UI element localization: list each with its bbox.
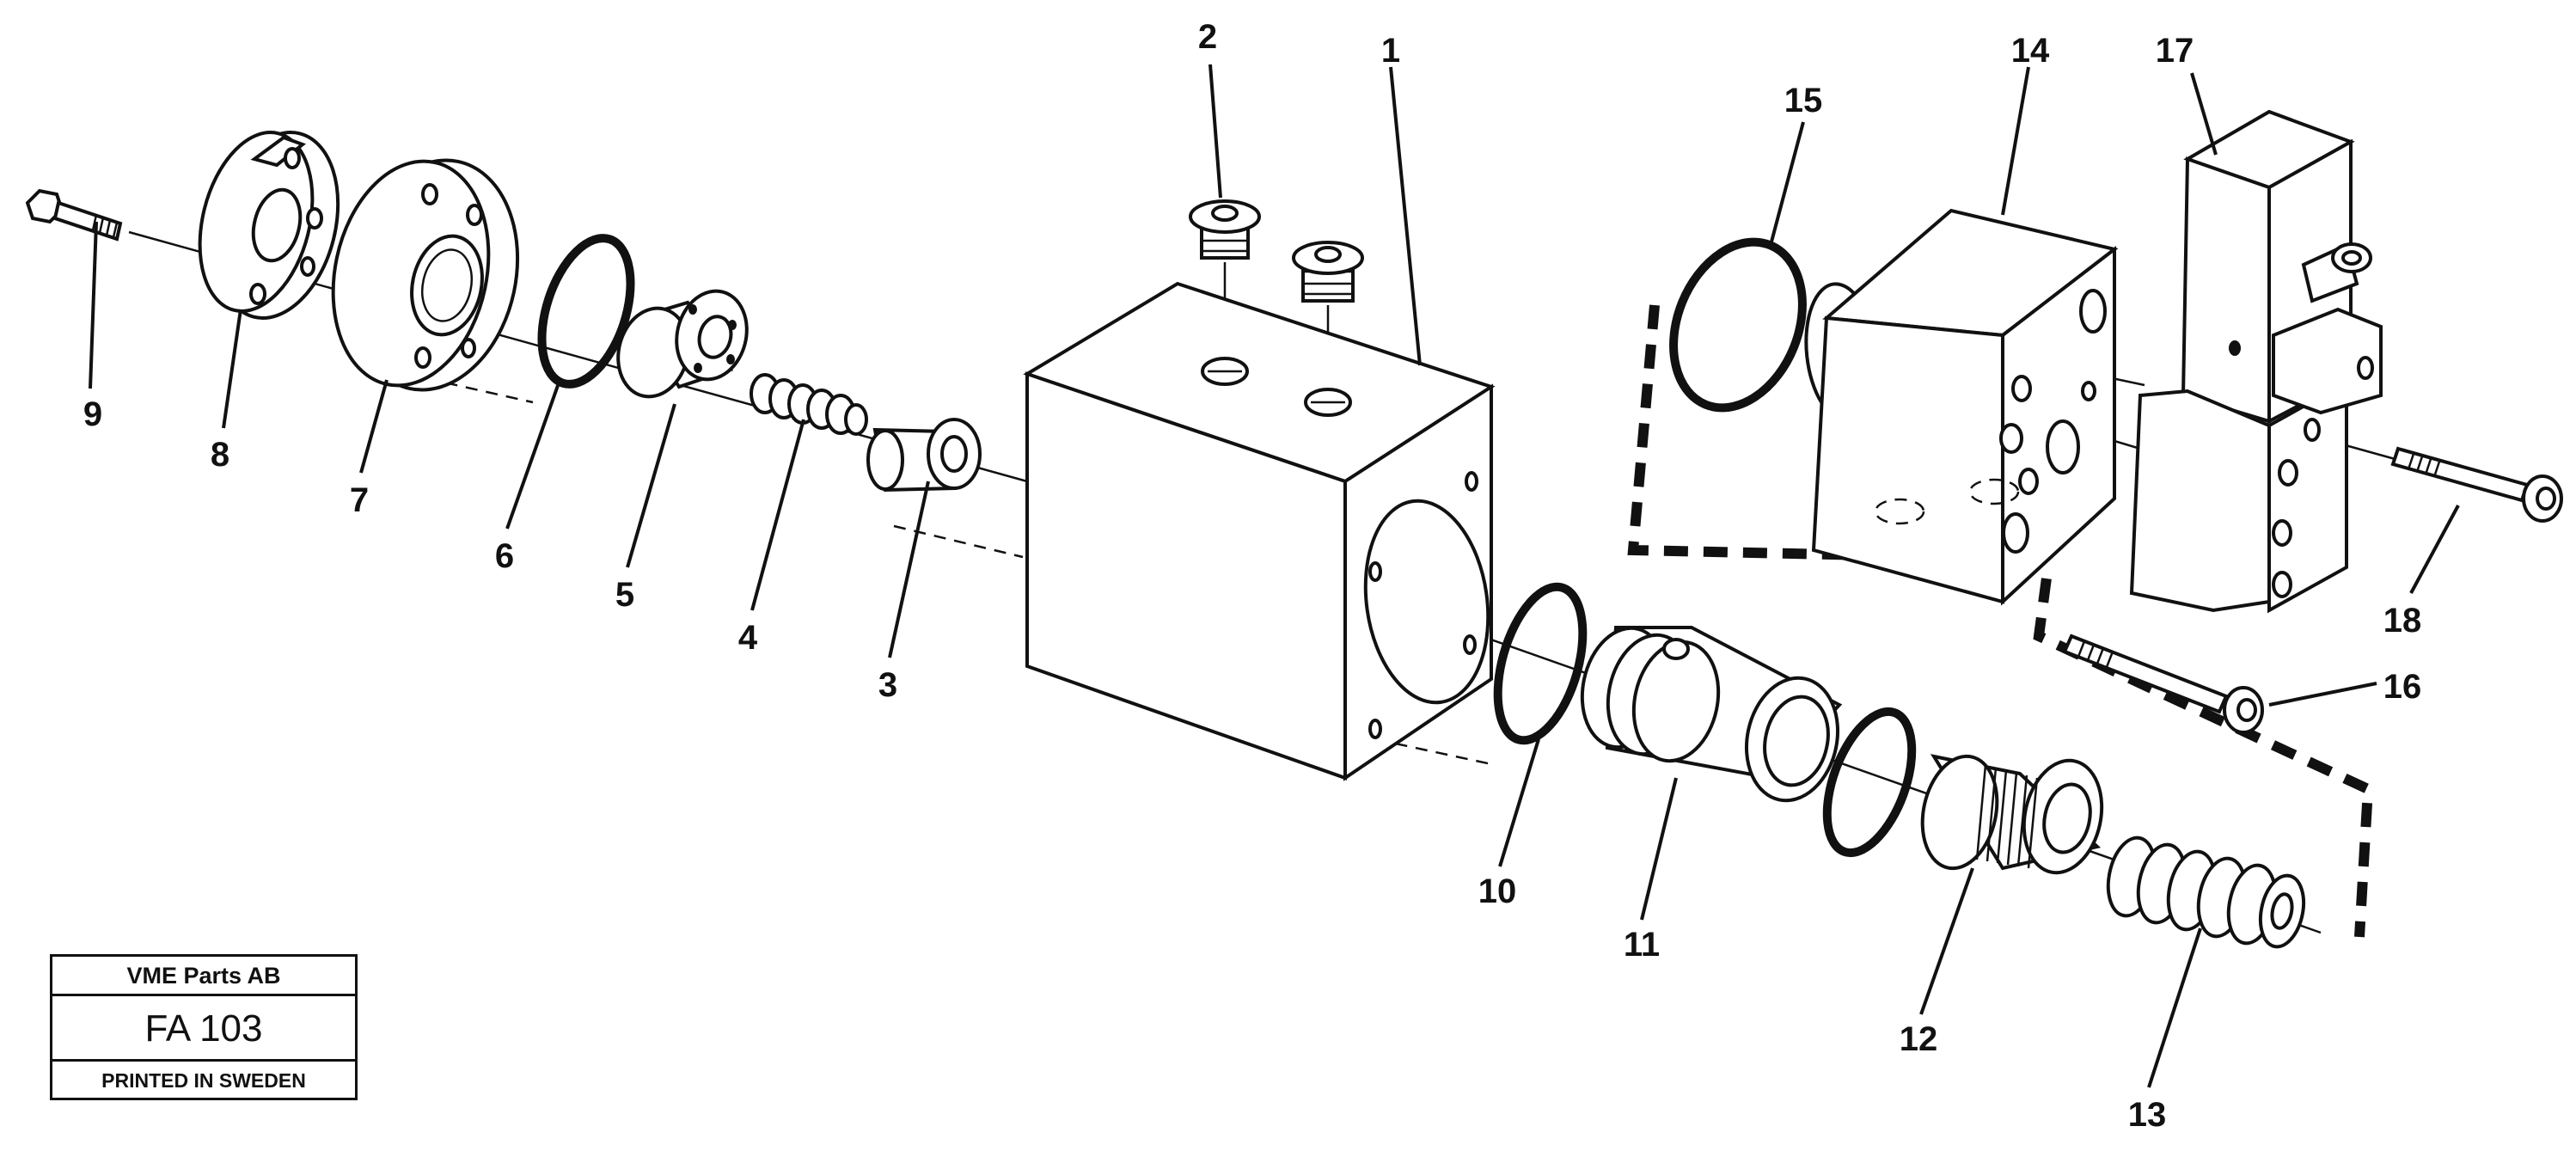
callout-9: 9 — [83, 395, 102, 433]
part-5-sleeve — [616, 289, 749, 399]
leader-3 — [888, 481, 930, 658]
callout-5: 5 — [615, 576, 634, 614]
title-block-company: VME Parts AB — [52, 957, 355, 996]
part-15-o-ring — [1669, 237, 1807, 413]
leader-11 — [1640, 777, 1678, 921]
title-block-code: FA 103 — [52, 996, 355, 1062]
part-3-piston — [866, 418, 982, 493]
leader-4 — [750, 419, 805, 611]
part-18-valve-screw — [2390, 446, 2563, 523]
part-10-o-ring — [1493, 582, 1588, 745]
callout-4: 4 — [738, 619, 758, 657]
title-block: VME Parts AB FA 103 PRINTED IN SWEDEN — [50, 954, 358, 1100]
leader-9 — [89, 221, 98, 389]
callout-16: 16 — [2383, 668, 2422, 706]
part-7-flange-plate — [331, 158, 520, 392]
part-12-threaded-bushing — [1920, 754, 2104, 875]
leader-15 — [1769, 121, 1805, 246]
callout-13: 13 — [2128, 1096, 2167, 1134]
part-17-solenoid-valve — [2129, 109, 2383, 614]
part-6-o-ring — [537, 234, 635, 389]
part-1-valve-body — [1023, 281, 1496, 781]
leader-18 — [2409, 505, 2460, 594]
callout-15: 15 — [1784, 82, 1823, 119]
callout-18: 18 — [2383, 602, 2422, 640]
leader-5 — [626, 403, 676, 568]
callout-11: 11 — [1624, 926, 1660, 964]
part-13-spring — [2106, 836, 2306, 949]
callout-14: 14 — [2011, 32, 2050, 70]
part-4-spring — [750, 373, 868, 436]
part-11-valve-sleeve — [1580, 626, 1843, 803]
leader-16 — [2268, 682, 2377, 707]
leader-10 — [1498, 738, 1540, 867]
leader-13 — [2147, 927, 2202, 1088]
kit-boundary-bracket — [1627, 304, 2374, 938]
leader-12 — [1919, 867, 1974, 1015]
part-16-block-screw — [2062, 634, 2264, 734]
leader-14 — [2001, 66, 2030, 216]
leader-2 — [1208, 64, 1222, 199]
callout-2: 2 — [1198, 18, 1217, 56]
part-8-split-flange — [198, 131, 340, 320]
callout-12: 12 — [1900, 1020, 1938, 1058]
callout-17: 17 — [2156, 32, 2194, 70]
callout-10: 10 — [1478, 872, 1517, 910]
leader-lines — [89, 64, 2460, 1088]
title-block-printed: PRINTED IN SWEDEN — [101, 1069, 306, 1092]
sleeve-o-ring — [1822, 707, 1917, 858]
leader-8 — [222, 309, 242, 429]
part-14-adapter-block — [1804, 208, 2119, 606]
leader-1 — [1389, 66, 1422, 366]
callout-7: 7 — [350, 481, 369, 519]
leader-6 — [505, 377, 562, 530]
left-assembly-axis-dashes — [425, 376, 1024, 559]
callout-1: 1 — [1381, 32, 1400, 70]
leader-7 — [359, 379, 389, 474]
part-9-bolt — [25, 188, 123, 242]
callout-8: 8 — [211, 436, 229, 474]
leader-17 — [2190, 72, 2218, 156]
callout-3: 3 — [878, 666, 897, 704]
callout-6: 6 — [495, 537, 514, 575]
